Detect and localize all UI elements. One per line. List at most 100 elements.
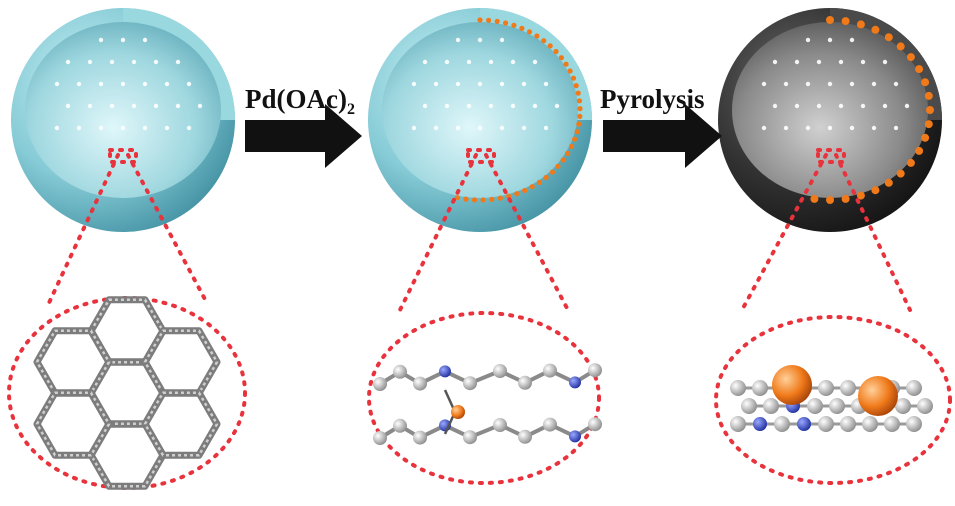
hexagon-ring	[141, 389, 221, 459]
palladium-dot	[841, 194, 850, 203]
hexagon-ring	[33, 327, 113, 397]
palladium-dot	[529, 184, 535, 190]
zoom-origin-1	[108, 148, 138, 164]
carbon-atom	[413, 430, 427, 445]
palladium-dot	[514, 191, 520, 197]
carbon-atom	[493, 418, 507, 432]
pore-dot	[893, 125, 899, 131]
palladium-dot	[567, 68, 573, 74]
pore-dot	[153, 103, 159, 109]
carbon-atom	[906, 416, 922, 432]
palladium-dot	[541, 38, 547, 44]
pore-dot	[488, 59, 494, 65]
pore-dot	[54, 125, 60, 131]
palladium-dot	[463, 196, 469, 202]
pore-dot	[444, 59, 450, 65]
pore-dot	[98, 81, 104, 87]
pore-dot	[794, 59, 800, 65]
zoom-guide-1	[46, 153, 210, 307]
carbon-atom	[895, 398, 911, 414]
palladium-dot	[534, 33, 540, 39]
nitrogen-atom	[569, 430, 581, 443]
palladium-dot	[871, 186, 880, 195]
carbon-atom	[588, 417, 602, 432]
pore-dot	[499, 125, 505, 131]
pore-dot	[849, 125, 855, 131]
pore-dot	[477, 37, 483, 43]
carbon-atom	[543, 417, 557, 432]
pore-dot	[772, 103, 778, 109]
palladium-dot	[884, 33, 893, 42]
carbon-atom	[588, 363, 602, 378]
pore-dot	[142, 81, 148, 87]
pore-dot	[816, 103, 822, 109]
pore-dot	[455, 37, 461, 43]
palladium-dot	[511, 22, 517, 28]
pore-dot	[87, 59, 93, 65]
pore-dot	[827, 81, 833, 87]
palladium-dot	[526, 29, 533, 35]
hollow-sphere-3	[718, 8, 942, 232]
pore-dot	[827, 37, 833, 43]
palladium-dot	[560, 157, 566, 163]
palladium-dot	[573, 83, 579, 89]
pore-dot	[466, 103, 472, 109]
palladium-dot	[494, 18, 500, 24]
sphere-2-pores	[411, 37, 560, 131]
carbon-atom	[818, 380, 834, 396]
palladium-dot	[926, 106, 934, 114]
pore-dot	[76, 81, 82, 87]
pore-dot	[499, 81, 505, 87]
pore-dot	[109, 103, 115, 109]
pore-dot	[783, 81, 789, 87]
carbon-atom	[818, 416, 834, 432]
pore-dot	[109, 59, 115, 65]
palladium-dot	[543, 174, 549, 181]
pore-dot	[554, 103, 560, 109]
pore-dot	[510, 59, 516, 65]
pore-dot	[131, 103, 137, 109]
pore-dot	[422, 103, 428, 109]
pore-dot	[65, 103, 71, 109]
carbon-atom	[393, 418, 407, 433]
palladium-dot	[841, 17, 850, 26]
hexagon-atoms	[35, 391, 111, 457]
pore-dot	[827, 125, 833, 131]
hexagon-ring	[141, 327, 221, 397]
pore-dot	[794, 103, 800, 109]
pore-dot	[433, 81, 439, 87]
pore-dot	[805, 37, 811, 43]
pore-dot	[849, 81, 855, 87]
zoom-ellipse-2	[367, 311, 601, 485]
pore-dot	[904, 103, 910, 109]
hollow-sphere-2	[368, 8, 592, 232]
pore-dot	[805, 125, 811, 131]
arrow-step-1	[245, 104, 362, 168]
hexagon-ring	[33, 389, 113, 459]
carbon-atom	[543, 363, 557, 378]
palladium-atom	[451, 405, 465, 419]
pore-dot	[761, 81, 767, 87]
carbon-atom	[741, 398, 757, 414]
pore-dot	[466, 59, 472, 65]
palladium-dot	[826, 196, 834, 204]
palladium-dot	[856, 191, 865, 200]
palladium-dot	[577, 113, 583, 119]
palladium-dot	[486, 17, 492, 23]
palladium-dot	[497, 195, 503, 201]
carbon-atom	[518, 429, 532, 444]
palladium-dot	[921, 133, 930, 142]
palladium-dot	[454, 195, 460, 201]
arrow-step-2	[603, 104, 722, 168]
carbon-atom	[493, 364, 507, 378]
palladium-dot	[856, 20, 865, 29]
pore-dot	[444, 103, 450, 109]
pore-dot	[838, 103, 844, 109]
nitrogen-atom	[797, 417, 811, 431]
pore-dot	[805, 81, 811, 87]
reagent-label-pd-oac2: Pd(OAc)2	[245, 86, 355, 118]
pore-dot	[120, 81, 126, 87]
pore-dot	[433, 125, 439, 131]
palladium-dot	[549, 169, 556, 175]
